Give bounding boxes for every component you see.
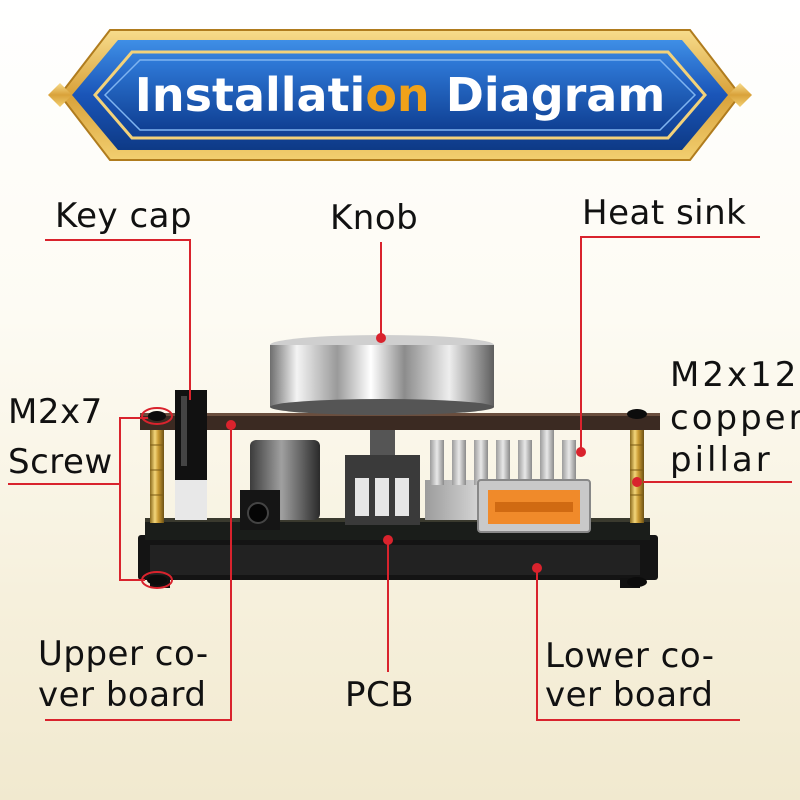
label-heat-sink: Heat sink [582,193,747,233]
top-screw-head [148,411,166,421]
key-cap-leader [45,239,191,400]
label-pillar: pillar [670,440,773,480]
knob [270,335,494,415]
label-upper-cover-1: Upper co- [38,634,209,674]
label-key-cap: Key cap [55,196,193,236]
lower-cover-leader [536,568,740,721]
left-copper-pillar [150,428,164,523]
upper-cover-leader [45,425,232,721]
label-lower-cover-1: Lower co- [545,636,715,676]
heat-sink-leader [580,236,760,452]
label-knob: Knob [330,198,419,238]
screw-leader-top [8,417,148,485]
upper-cover-board [140,415,660,430]
leader-dots [226,333,642,573]
label-lower-cover-2: ver board [545,675,714,715]
screw-leader-bottom [119,484,145,581]
key-cap [175,390,207,480]
title-banner: Installation Diagram [48,29,752,161]
label-copper: copper [670,398,800,438]
right-copper-pillar [630,428,644,523]
label-pcb: PCB [345,675,415,715]
top-screw-highlight [141,407,173,425]
bottom-screw-highlight [141,571,173,589]
page-title: Installation Diagram [135,68,666,122]
label-m2x7: M2x7 [8,392,103,432]
label-m2x12: M2x12 [670,355,800,395]
label-screw: Screw [8,442,113,482]
label-upper-cover-2: ver board [38,675,207,715]
bottom-screw-head [147,575,167,585]
leader-lines [8,236,792,721]
